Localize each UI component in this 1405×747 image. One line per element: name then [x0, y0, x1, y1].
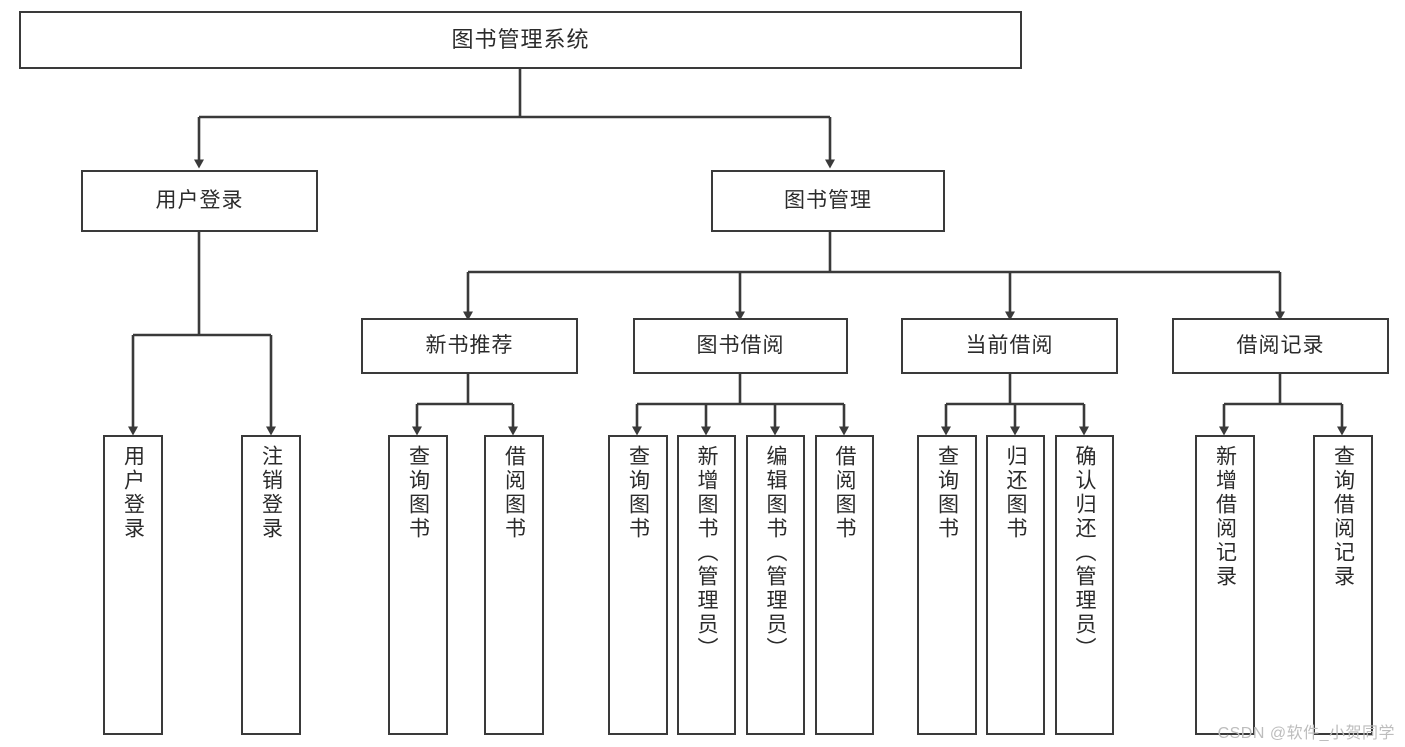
node-label: 图书管理系统	[451, 27, 590, 53]
node-label: 图书管理	[784, 188, 872, 212]
node-leaf-logout-login[interactable]: 注销登录	[241, 435, 301, 735]
node-leaf-return-book[interactable]: 归还图书	[986, 435, 1045, 735]
node-label: 查询图书	[935, 445, 959, 541]
node-label: 编辑图书（管理员）	[764, 445, 787, 661]
node-label: 查询借阅记录	[1331, 445, 1355, 589]
node-book-borrow[interactable]: 图书借阅	[633, 318, 848, 374]
node-label: 借阅图书	[502, 445, 526, 541]
node-leaf-query-book-1[interactable]: 查询图书	[388, 435, 448, 735]
node-label: 用户登录	[155, 188, 244, 212]
node-new-book-recommend[interactable]: 新书推荐	[361, 318, 578, 374]
node-leaf-query-record[interactable]: 查询借阅记录	[1313, 435, 1373, 735]
node-label: 借阅记录	[1236, 333, 1325, 357]
node-label: 归还图书	[1004, 445, 1027, 541]
node-label: 用户登录	[121, 445, 145, 541]
node-leaf-user-login[interactable]: 用户登录	[103, 435, 163, 735]
node-label: 新增图书（管理员）	[695, 445, 718, 661]
node-label: 新书推荐	[425, 333, 514, 357]
node-root-book-management-system[interactable]: 图书管理系统	[19, 11, 1022, 69]
node-label: 确认归还（管理员）	[1073, 445, 1096, 661]
node-leaf-edit-book[interactable]: 编辑图书（管理员）	[746, 435, 805, 735]
node-leaf-borrow-book-2[interactable]: 借阅图书	[815, 435, 874, 735]
node-user-login[interactable]: 用户登录	[81, 170, 318, 232]
node-label: 新增借阅记录	[1213, 445, 1237, 589]
node-current-borrow[interactable]: 当前借阅	[901, 318, 1118, 374]
node-leaf-add-book[interactable]: 新增图书（管理员）	[677, 435, 736, 735]
node-leaf-query-book-2[interactable]: 查询图书	[608, 435, 668, 735]
node-label: 注销登录	[259, 445, 283, 541]
node-leaf-confirm-return[interactable]: 确认归还（管理员）	[1055, 435, 1114, 735]
node-leaf-borrow-book-1[interactable]: 借阅图书	[484, 435, 544, 735]
node-label: 借阅图书	[833, 445, 856, 541]
node-label: 当前借阅	[965, 333, 1054, 357]
node-label: 查询图书	[406, 445, 430, 541]
node-label: 图书借阅	[696, 333, 785, 357]
node-leaf-query-book-3[interactable]: 查询图书	[917, 435, 977, 735]
node-label: 查询图书	[626, 445, 650, 541]
node-leaf-add-record[interactable]: 新增借阅记录	[1195, 435, 1255, 735]
node-book-manage[interactable]: 图书管理	[711, 170, 945, 232]
node-borrow-record[interactable]: 借阅记录	[1172, 318, 1389, 374]
csdn-watermark: CSDN @软件_小贺同学	[1217, 725, 1395, 742]
